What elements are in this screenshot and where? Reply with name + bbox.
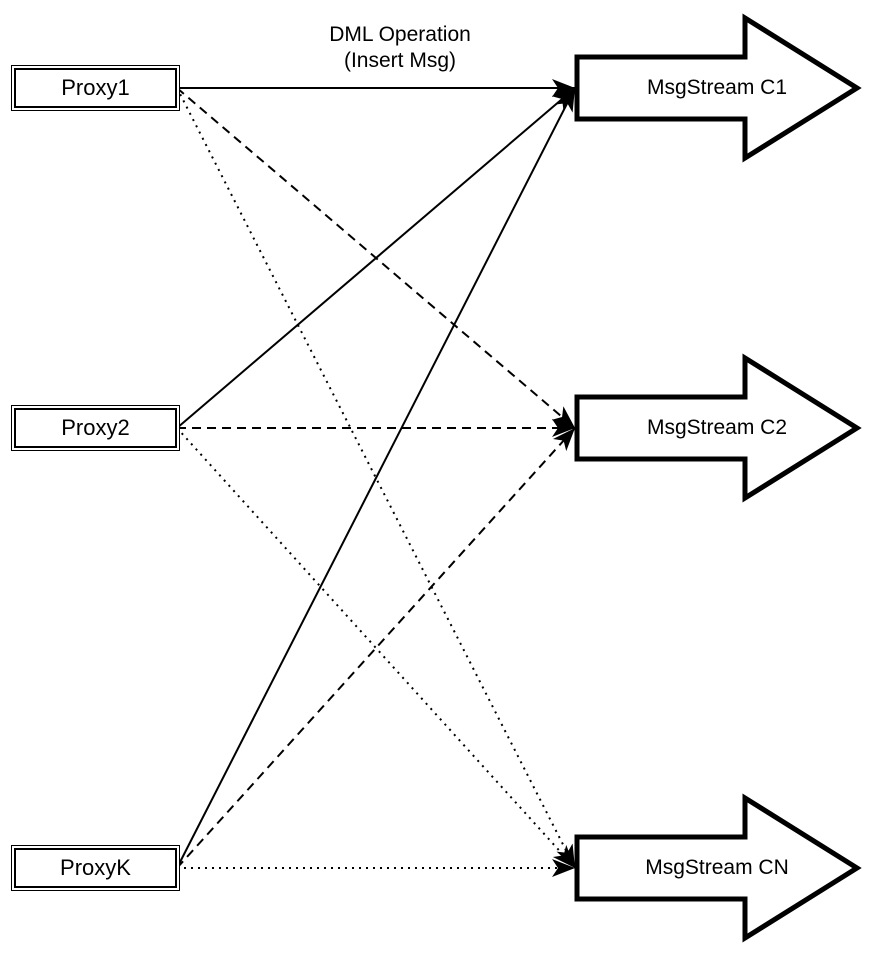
msgstream-c2-arrow-shape xyxy=(574,353,862,503)
edge-proxyk-to-c1-solid xyxy=(176,87,576,869)
edge-proxy2-to-c1-solid xyxy=(176,87,576,429)
edge-proxy1-to-cn-dotted xyxy=(176,87,576,869)
edge-proxy2-to-cn-dotted xyxy=(176,427,576,869)
proxy1-node: Proxy1 xyxy=(14,68,177,108)
msgstream-cn-label: MsgStream CN xyxy=(645,856,789,879)
dml-operation-annotation-line2: (Insert Msg) xyxy=(343,49,456,72)
msgstream-c1-label: MsgStream C1 xyxy=(646,76,788,99)
msgstream-cn-arrow-shape xyxy=(574,793,862,943)
msgstream-c2-label: MsgStream C2 xyxy=(646,416,788,439)
proxyk-label: ProxyK xyxy=(60,855,131,880)
edge-proxyk-to-c2-dashed xyxy=(176,427,576,869)
proxy2-node: Proxy2 xyxy=(14,408,177,448)
proxyk-node: ProxyK xyxy=(14,848,177,888)
msgstream-c1-arrow-shape xyxy=(574,13,862,163)
proxy1-label: Proxy1 xyxy=(61,75,130,100)
dml-operation-annotation-line1: DML Operation xyxy=(329,23,471,46)
proxy2-label: Proxy2 xyxy=(61,415,130,440)
dml-operation-annotation: DML Operation (Insert Msg) xyxy=(310,22,490,74)
